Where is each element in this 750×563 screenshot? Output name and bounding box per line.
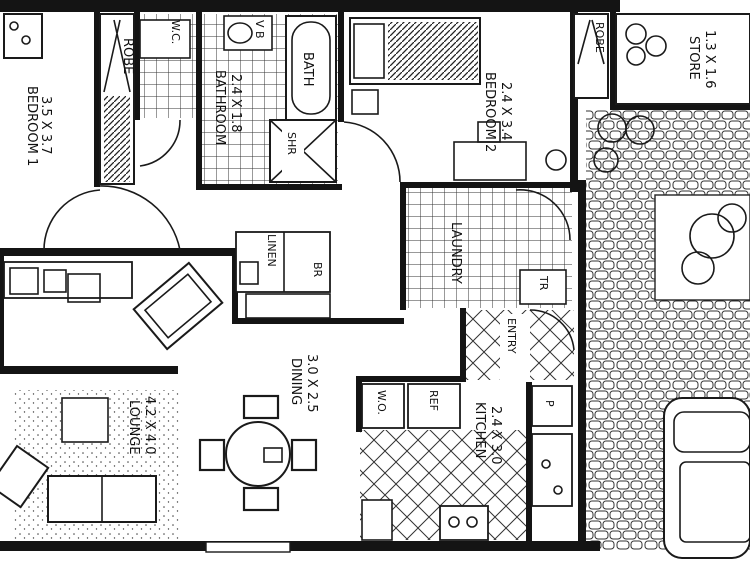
wo-label: W.O. — [375, 390, 388, 415]
door-swings — [43, 119, 575, 351]
store-size: 1.3 X 1.6 — [702, 30, 717, 89]
robe-1-label: ROBE — [120, 38, 135, 74]
br-label: BR — [311, 262, 324, 278]
ref-label: REF — [427, 390, 440, 411]
bathroom-name: BATHROOM — [212, 70, 227, 145]
bedroom-1-name: BEDROOM 1 — [24, 86, 39, 166]
bath-label: BATH — [300, 52, 315, 87]
kitchen-size: 2.4 X 3.0 — [488, 406, 503, 465]
living-bench — [3, 261, 133, 303]
bathroom-size: 2.4 X 1.8 — [228, 74, 243, 133]
bath-tub — [285, 15, 337, 121]
tr-label: TR — [537, 275, 550, 291]
bedroom-2-name: BEDROOM 2 — [482, 72, 497, 152]
linen-label: LINEN — [265, 234, 278, 267]
dining-set: DINING 3.0 X 2.5 — [198, 354, 319, 512]
lounge: LOUNGE 4.2 X 4.0 — [0, 396, 291, 553]
sink-bench — [439, 505, 489, 541]
linen-cupboard: LINEN BR — [235, 231, 331, 319]
dining-name: DINING — [288, 358, 303, 405]
dining-size: 3.0 X 2.5 — [304, 354, 319, 413]
wall-oven — [361, 383, 405, 429]
walls — [0, 0, 750, 551]
store: STORE 1.3 X 1.6 — [615, 13, 750, 105]
kitchen: W.O. REF P KITCHEN 2.4 X 3.0 — [361, 383, 573, 541]
entry-label: ENTRY — [505, 318, 518, 354]
laundry-label: LAUNDRY — [448, 222, 463, 284]
pantry-label: P — [543, 400, 556, 407]
dining-table — [225, 421, 291, 487]
shr-label: SHR — [285, 132, 298, 155]
garden-bed — [654, 194, 750, 301]
desk — [453, 141, 527, 181]
kitchen-name: KITCHEN — [472, 402, 487, 458]
bedroom-2-size: 2.4 X 3.4 — [498, 82, 513, 141]
lounge-size: 4.2 X 4.0 — [142, 396, 157, 455]
wc-label: W.C. — [169, 20, 182, 44]
bedroom-1-size: 3.5 X 3.7 — [38, 96, 53, 155]
robe-2-label: ROBE — [593, 22, 606, 53]
bed-1 — [3, 13, 43, 59]
lounge-name: LOUNGE — [126, 400, 141, 455]
bathroom-group: W.C. V B BATH SHR BATHROOM 2.4 X 1.8 — [139, 15, 337, 183]
shrubs — [593, 113, 747, 285]
entry: ENTRY — [500, 314, 530, 380]
pantry — [531, 385, 573, 427]
vb-label: V B — [253, 20, 266, 39]
bedside-table — [351, 89, 379, 115]
bedroom-1: ROBE BEDROOM 1 3.5 X 3.7 — [3, 13, 135, 185]
cooktop-bench — [531, 433, 573, 507]
store-name: STORE — [686, 36, 701, 80]
bedroom-2: ROBE BEDROOM 2 2.4 X 3.4 — [349, 13, 609, 181]
laundry: TR LAUNDRY — [448, 222, 567, 305]
armchair — [132, 261, 224, 351]
vanity-basin — [227, 22, 253, 44]
fridge — [407, 383, 461, 429]
car — [663, 397, 750, 559]
